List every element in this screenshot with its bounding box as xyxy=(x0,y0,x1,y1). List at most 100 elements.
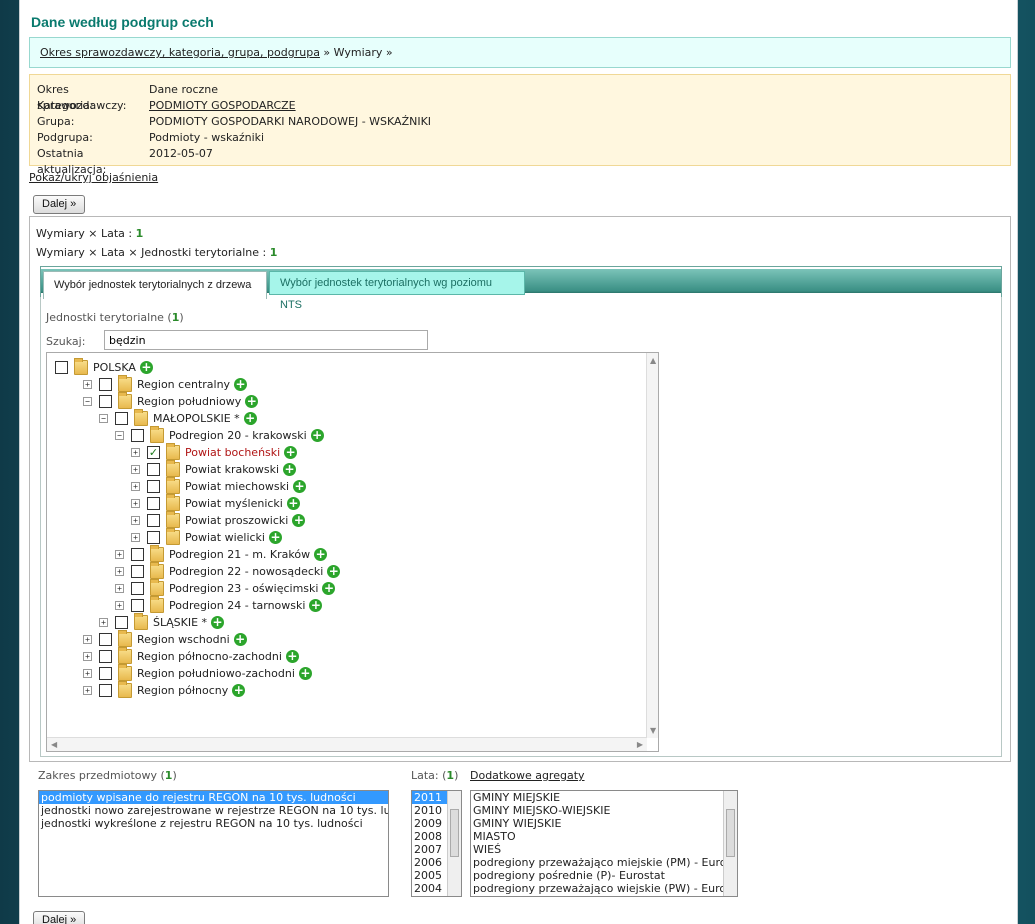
add-icon[interactable]: + xyxy=(298,666,312,680)
add-icon[interactable]: + xyxy=(322,581,336,595)
tree-node[interactable]: −MAŁOPOLSKIE *+ xyxy=(99,409,257,427)
list-option[interactable]: 2008 xyxy=(414,830,442,843)
scroll-down-arrow-icon[interactable]: ▼ xyxy=(650,726,657,735)
list-option[interactable]: 2009 xyxy=(414,817,442,830)
tree-node-label[interactable]: Powiat proszowicki xyxy=(185,514,289,527)
add-icon[interactable]: + xyxy=(284,445,298,459)
expand-icon[interactable]: + xyxy=(115,550,124,559)
tree-node[interactable]: +Region centralny+ xyxy=(83,375,248,393)
tree-node[interactable]: +Powiat myślenicki+ xyxy=(131,494,300,512)
tree-node-label[interactable]: Region centralny xyxy=(137,378,231,391)
tab-nts-selection[interactable]: Wybór jednostek terytorialnych wg poziom… xyxy=(269,271,525,311)
tree-node-checkbox[interactable] xyxy=(131,548,144,561)
add-icon[interactable]: + xyxy=(234,377,248,391)
additional-aggregates-link[interactable]: Dodatkowe agregaty xyxy=(470,769,585,782)
next-button-top[interactable]: Dalej » xyxy=(33,195,86,214)
list-option[interactable]: GMINY WIEJSKIE xyxy=(473,817,562,830)
tree-node[interactable]: +Podregion 22 - nowosądecki+ xyxy=(115,562,341,580)
tree-node-label[interactable]: Powiat myślenicki xyxy=(185,497,283,510)
toggle-explanations-link[interactable]: Pokaż/ukryj objaśnienia xyxy=(29,171,159,184)
tree-node-label[interactable]: Region południowy xyxy=(137,395,242,408)
list-option[interactable]: 2004 xyxy=(414,882,442,895)
list-option[interactable]: 2005 xyxy=(414,869,442,882)
expand-icon[interactable]: + xyxy=(115,567,124,576)
tree-node-label[interactable]: Podregion 23 - oświęcimski xyxy=(169,582,319,595)
list-option[interactable]: podmioty wpisane do rejestru REGON na 10… xyxy=(39,791,388,804)
tree-node[interactable]: +Powiat proszowicki+ xyxy=(131,511,306,529)
tree-node-label[interactable]: Region północno-zachodni xyxy=(137,650,282,663)
add-icon[interactable]: + xyxy=(245,394,259,408)
expand-icon[interactable]: + xyxy=(131,482,140,491)
add-icon[interactable]: + xyxy=(292,513,306,527)
collapse-icon[interactable]: − xyxy=(83,397,92,406)
tree-node-checkbox[interactable] xyxy=(55,361,68,374)
tree-node-checkbox[interactable] xyxy=(115,412,128,425)
tree-node-checkbox[interactable] xyxy=(147,514,160,527)
add-icon[interactable]: + xyxy=(283,462,297,476)
category-link[interactable]: PODMIOTY GOSPODARCZE xyxy=(149,99,296,112)
list-option[interactable]: WIEŚ xyxy=(473,843,502,856)
scroll-right-arrow-icon[interactable]: ▶ xyxy=(636,740,643,749)
add-icon[interactable]: + xyxy=(310,428,324,442)
list-option[interactable]: 2007 xyxy=(414,843,442,856)
collapse-icon[interactable]: − xyxy=(115,431,124,440)
list-option[interactable]: jednostki wykreślone z rejestru REGON na… xyxy=(41,817,363,830)
aggregates-scrollbar[interactable] xyxy=(723,791,737,896)
add-icon[interactable]: + xyxy=(285,649,299,663)
list-option[interactable]: GMINY MIEJSKIE xyxy=(473,791,561,804)
expand-icon[interactable]: + xyxy=(131,533,140,542)
scroll-left-arrow-icon[interactable]: ◀ xyxy=(51,740,58,749)
tree-node-checkbox[interactable] xyxy=(147,497,160,510)
add-icon[interactable]: + xyxy=(309,598,323,612)
add-icon[interactable]: + xyxy=(293,479,307,493)
tree-node-checkbox[interactable] xyxy=(131,599,144,612)
scroll-up-arrow-icon[interactable]: ▲ xyxy=(650,356,657,365)
tree-node-checkbox[interactable] xyxy=(131,565,144,578)
tree-node[interactable]: +Podregion 23 - oświęcimski+ xyxy=(115,579,336,597)
expand-icon[interactable]: + xyxy=(83,635,92,644)
add-icon[interactable]: + xyxy=(268,530,282,544)
tree-node-checkbox[interactable] xyxy=(99,378,112,391)
add-icon[interactable]: + xyxy=(286,496,300,510)
years-scrollbar[interactable] xyxy=(447,791,461,896)
tree-node-checkbox[interactable] xyxy=(99,395,112,408)
expand-icon[interactable]: + xyxy=(83,669,92,678)
tree-node[interactable]: − Region południowy+ xyxy=(83,392,259,410)
tree-node[interactable]: +Podregion 21 - m. Kraków+ xyxy=(115,545,328,563)
tree-node-label[interactable]: Powiat wielicki xyxy=(185,531,265,544)
expand-icon[interactable]: + xyxy=(83,652,92,661)
tree-node[interactable]: +Powiat miechowski+ xyxy=(131,477,307,495)
breadcrumb-link[interactable]: Okres sprawozdawczy, kategoria, grupa, p… xyxy=(40,46,320,59)
tree-node-label[interactable]: POLSKA xyxy=(93,361,136,374)
list-option[interactable]: podregiony pośrednie (P)- Eurostat xyxy=(473,869,665,882)
expand-icon[interactable]: + xyxy=(131,516,140,525)
expand-icon[interactable]: + xyxy=(131,448,140,457)
tree-node-label[interactable]: Podregion 24 - tarnowski xyxy=(169,599,306,612)
list-option[interactable]: 2006 xyxy=(414,856,442,869)
tree-node[interactable]: +Podregion 24 - tarnowski+ xyxy=(115,596,323,614)
list-option[interactable]: 2010 xyxy=(414,804,442,817)
tree-node[interactable]: +ŚLĄSKIE *+ xyxy=(99,613,225,631)
list-option[interactable]: MIASTO xyxy=(473,830,516,843)
expand-icon[interactable]: + xyxy=(115,601,124,610)
add-icon[interactable]: + xyxy=(139,360,153,374)
tree-node-label[interactable]: Powiat miechowski xyxy=(185,480,290,493)
aggregates-listbox[interactable]: GMINY MIEJSKIE GMINY MIEJSKO-WIEJSKIE GM… xyxy=(470,790,738,897)
expand-icon[interactable]: + xyxy=(83,380,92,389)
expand-icon[interactable]: + xyxy=(83,686,92,695)
tree-node-label[interactable]: Podregion 20 - krakowski xyxy=(169,429,307,442)
tree-node-checkbox[interactable] xyxy=(99,684,112,697)
tree-node[interactable]: +Region południowo-zachodni+ xyxy=(83,664,312,682)
add-icon[interactable]: + xyxy=(211,615,225,629)
tree-node-label[interactable]: Region wschodni xyxy=(137,633,230,646)
years-listbox[interactable]: 2011 2010 2009 2008 2007 2006 2005 2004 xyxy=(411,790,462,897)
tree-node-checkbox[interactable] xyxy=(147,463,160,476)
tree-node-checkbox[interactable] xyxy=(99,650,112,663)
tree-node[interactable]: +Region północny+ xyxy=(83,681,246,699)
add-icon[interactable]: + xyxy=(233,632,247,646)
tree-node-label[interactable]: Podregion 22 - nowosądecki xyxy=(169,565,324,578)
tree-node-checkbox[interactable] xyxy=(131,429,144,442)
tree-node-checkbox[interactable] xyxy=(131,582,144,595)
list-option[interactable]: GMINY MIEJSKO-WIEJSKIE xyxy=(473,804,611,817)
collapse-icon[interactable]: − xyxy=(99,414,108,423)
